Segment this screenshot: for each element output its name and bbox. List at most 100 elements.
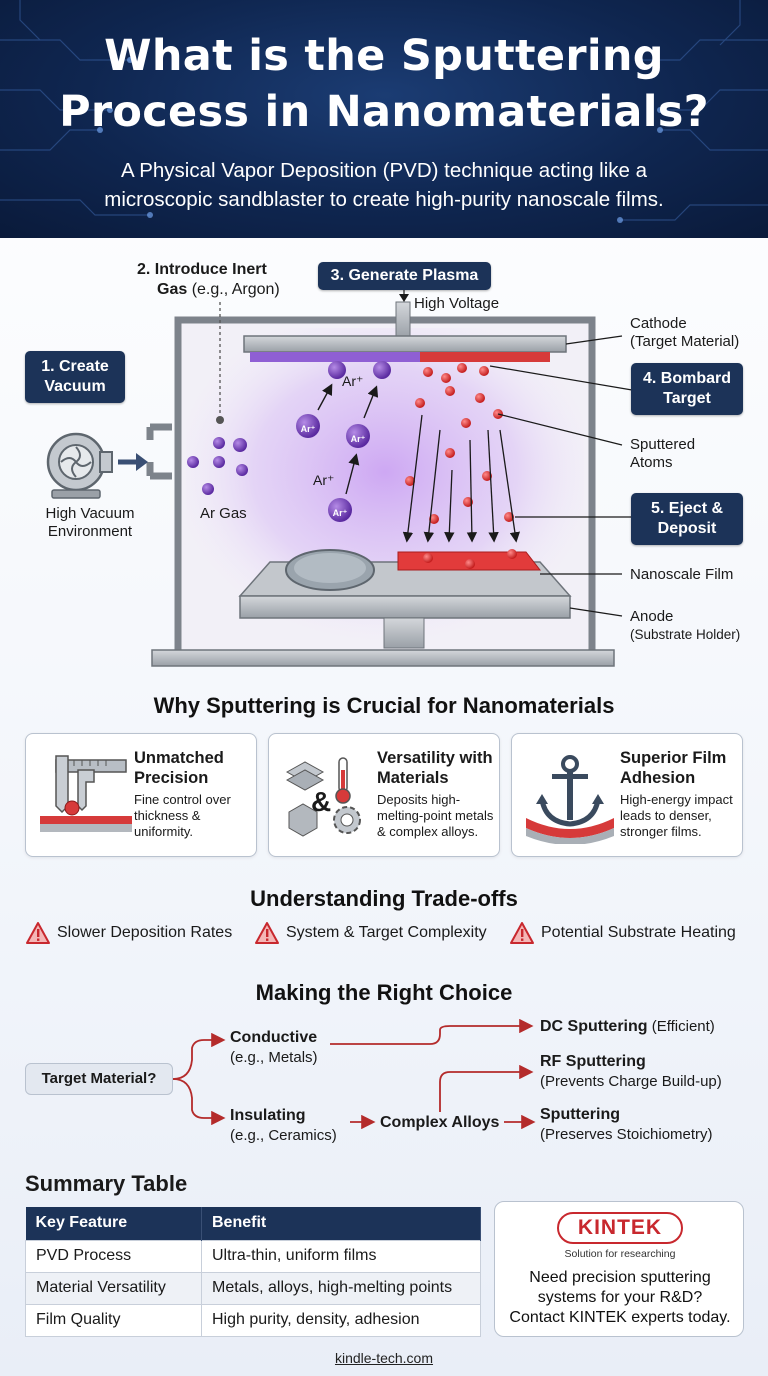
tradeoff-item: System & Target Complexity — [254, 920, 487, 946]
title-line-2: Process in Nanomaterials? — [59, 87, 709, 137]
step-1-line-1: 1. Create — [41, 358, 109, 375]
vacuum-pump-icon — [46, 432, 113, 499]
tradeoff-label: System & Target Complexity — [286, 924, 487, 941]
rf-sputtering-node: RF Sputtering (Prevents Charge Build-up) — [540, 1052, 722, 1092]
column-header: Benefit — [201, 1207, 481, 1240]
decision-start-node: Target Material? — [25, 1063, 173, 1095]
step-2-introduce-gas: 2. Introduce Inert Gas (e.g., Argon) — [137, 260, 280, 300]
step-4-line-1: 4. Bombard — [642, 370, 731, 387]
warning-icon — [26, 922, 50, 944]
insulating-node: Insulating (e.g., Ceramics) — [230, 1106, 337, 1146]
sputtered-atoms-label: Sputtered Atoms — [630, 436, 695, 472]
card-adhesion-title-2: Adhesion — [620, 769, 696, 787]
step-4-line-2: Target — [663, 390, 711, 407]
cathode-label: Cathode (Target Material) — [630, 315, 739, 351]
step-2-line-2: Gas (e.g., Argon) — [157, 280, 280, 300]
summary-heading: Summary Table — [25, 1171, 188, 1196]
step-5-line-1: 5. Eject & — [650, 500, 724, 517]
sputtering-diagram: 1. Create Vacuum High Vacuum Environment… — [0, 240, 768, 680]
tradeoff-item: Slower Deposition Rates — [25, 920, 232, 946]
why-heading: Why Sputtering is Crucial for Nanomateri… — [153, 693, 615, 718]
conductive-example: (e.g., Metals) — [230, 1049, 318, 1066]
cathode-line-1: Cathode — [630, 315, 687, 332]
footer-link[interactable]: kindle-tech.com — [334, 1350, 434, 1366]
card-versatility-desc: Deposits high- melting-point metals & co… — [377, 792, 499, 840]
card-versatility-title: Versatility with Materials — [377, 748, 499, 788]
card-versatility: & Versatility with Materials Deposits hi… — [268, 733, 500, 857]
title-line-1: What is the Sputtering — [104, 31, 664, 81]
decision-tree: Target Material? Conductive (e.g., Metal… — [0, 1010, 768, 1160]
tradeoffs-heading: Understanding Trade-offs — [250, 886, 518, 911]
table-cell: Metals, alloys, high-melting points — [201, 1271, 481, 1305]
ion-inner-2: Ar⁺ — [350, 434, 366, 444]
warning-icon — [510, 922, 534, 944]
card-precision-title: Unmatched Precision — [134, 748, 256, 788]
step-1-line-2: Vacuum — [44, 378, 106, 395]
circuit-pattern-background — [0, 0, 768, 223]
nanoscale-film-label: Nanoscale Film — [630, 566, 734, 583]
tradeoff-label: Potential Substrate Heating — [541, 924, 736, 941]
dc-note: (Efficient) — [647, 1018, 715, 1035]
insulating-example: (e.g., Ceramics) — [230, 1127, 337, 1144]
kintek-promo[interactable]: KINTEK Solution for researching Need pre… — [494, 1201, 744, 1337]
card-adhesion-desc-1: High-energy impact — [620, 792, 733, 807]
table-header-row: Key Feature Benefit — [25, 1207, 481, 1240]
table-cell: PVD Process — [25, 1239, 202, 1273]
materials-icon — [285, 757, 361, 837]
card-versatility-desc-1: Deposits high- — [377, 792, 461, 807]
amp-symbol: & — [311, 786, 332, 817]
sputtering-node: Sputtering (Preserves Stoichiometry) — [540, 1105, 713, 1145]
summary-table: Key Feature Benefit PVD Process Ultra-th… — [25, 1207, 481, 1337]
chamber-illustration — [46, 280, 633, 667]
conductive-label: Conductive — [230, 1029, 318, 1046]
table-row: Film Quality High purity, density, adhes… — [25, 1303, 481, 1337]
kintek-tagline: Solution for researching — [564, 1248, 676, 1260]
card-precision: Unmatched Precision Fine control over th… — [25, 733, 257, 857]
header-banner: What is the Sputtering Process in Nanoma… — [0, 0, 768, 238]
anchor-icon — [526, 755, 614, 844]
card-versatility-desc-3: & complex alloys. — [377, 824, 479, 839]
step-1-create-vacuum: 1. Create Vacuum — [25, 351, 125, 403]
step-5-line-2: Deposit — [657, 520, 717, 537]
step-3-generate-plasma: 3. Generate Plasma — [318, 262, 491, 290]
card-precision-title-2: Precision — [134, 769, 209, 787]
card-adhesion-title-1: Superior Film — [620, 749, 727, 767]
subtitle-line-2: microscopic sandblaster to create high-p… — [104, 188, 664, 211]
table-cell: High purity, density, adhesion — [201, 1303, 481, 1337]
table-row: Material Versatility Metals, alloys, hig… — [25, 1271, 481, 1305]
ion-label-2: Ar⁺ — [313, 472, 335, 488]
sputtered-line-1: Sputtered — [630, 436, 696, 453]
argon-ions — [296, 361, 391, 522]
card-adhesion-desc-2: leads to denser, — [620, 808, 712, 823]
kintek-cta-line-2: systems for your R&D? — [537, 1289, 703, 1306]
warning-icon — [255, 922, 279, 944]
ion-inner-1: Ar⁺ — [300, 424, 316, 434]
cathode-line-2: (Target Material) — [630, 333, 740, 350]
argon-gas-atoms — [187, 437, 248, 495]
ar-gas-label: Ar Gas — [200, 505, 247, 522]
step-2-gas-rest: (e.g., Argon) — [187, 281, 280, 298]
pump-label: High Vacuum Environment — [30, 505, 150, 541]
pump-label-line-1: High Vacuum — [45, 505, 135, 522]
card-precision-desc-3: uniformity. — [134, 824, 193, 839]
alloys-node: Complex Alloys — [380, 1113, 499, 1133]
dc-sputtering-node: DC Sputtering (Efficient) — [540, 1017, 715, 1037]
subtitle-line-1: A Physical Vapor Deposition (PVD) techni… — [120, 159, 648, 182]
rf-label: RF Sputtering — [540, 1053, 646, 1070]
card-adhesion: Superior Film Adhesion High-energy impac… — [511, 733, 743, 857]
table-cell: Ultra-thin, uniform films — [201, 1239, 481, 1273]
tradeoff-label: Slower Deposition Rates — [57, 924, 233, 941]
table-cell: Material Versatility — [25, 1271, 202, 1305]
kintek-cta-line-3: Contact KINTEK experts today. — [509, 1309, 731, 1326]
kintek-logo: KINTEK — [557, 1212, 683, 1244]
kintek-cta-line-1: Need precision sputtering — [529, 1269, 711, 1286]
step-2-line-1: 2. Introduce Inert — [137, 261, 267, 278]
card-adhesion-desc-3: stronger films. — [620, 824, 702, 839]
table-cell: Film Quality — [25, 1303, 202, 1337]
rf-note: (Prevents Charge Build-up) — [540, 1073, 722, 1090]
card-precision-title-1: Unmatched — [134, 749, 224, 767]
card-versatility-title-1: Versatility with — [377, 749, 493, 767]
sp-label: Sputtering — [540, 1106, 620, 1123]
page-subtitle: A Physical Vapor Deposition (PVD) techni… — [0, 156, 768, 214]
ion-inner-3: Ar⁺ — [332, 508, 348, 518]
